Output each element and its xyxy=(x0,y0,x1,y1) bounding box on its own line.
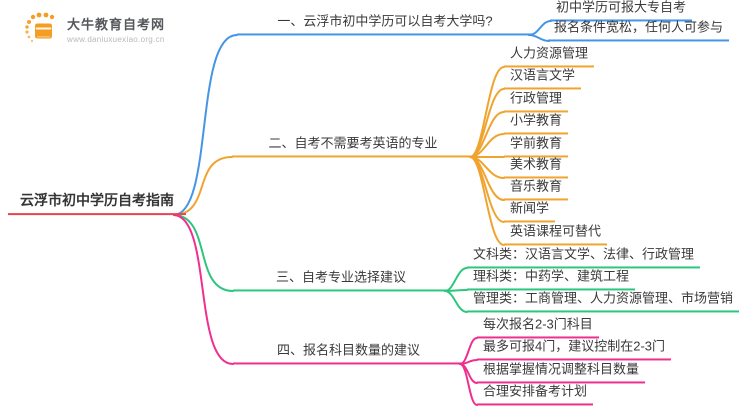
branch-3-child-2: 理科类：中药学、建筑工程 xyxy=(467,267,636,290)
branch-2-child-7: 音乐教育 xyxy=(504,177,569,200)
branch-1-topic: 一、云浮市初中学历可以自考大学吗? xyxy=(237,12,533,35)
connector-root-to-branch-4 xyxy=(173,214,234,365)
branch-2-child-1: 人力资源管理 xyxy=(504,44,595,67)
branch-2-child-9: 英语课程可替代 xyxy=(504,222,608,245)
connector-root-to-branch-1 xyxy=(173,34,238,216)
logo-title: 大牛教育自考网 xyxy=(67,17,166,32)
branch-3-topic: 三、自考专业选择建议 xyxy=(233,268,449,291)
connector-root-to-branch-2 xyxy=(173,156,233,216)
site-logo: 大牛教育自考网 www.daniuxuexiao.org.cn xyxy=(24,12,165,46)
branch-2-child-6: 美术教育 xyxy=(504,155,569,178)
connector-b2-c8 xyxy=(469,156,505,223)
branch-4-topic: 四、报名科目数量的建议 xyxy=(233,341,464,364)
branch-4-child-3: 根据掌握情况调整科目数量 xyxy=(477,360,646,383)
branch-3-child-1: 文科类：汉语言文学、法律、行政管理 xyxy=(467,245,701,268)
branch-2-child-2: 汉语言文学 xyxy=(504,66,582,89)
connector-b3-c3 xyxy=(444,290,468,313)
logo-url: www.daniuxuexiao.org.cn xyxy=(67,35,165,44)
root-topic: 云浮市初中学历自考指南 xyxy=(8,191,186,215)
connector-b2-c2 xyxy=(469,88,505,158)
branch-2-child-8: 新闻学 xyxy=(504,199,556,222)
branch-4-child-2: 最多可报4门，建议控制在2-3门 xyxy=(477,337,672,360)
branch-2-child-3: 行政管理 xyxy=(504,89,569,112)
branch-1-child-2: 报名条件宽松，任何人可参与 xyxy=(548,18,730,41)
connector-b4-c4 xyxy=(459,363,478,406)
logo-text-block: 大牛教育自考网 www.daniuxuexiao.org.cn xyxy=(67,14,165,44)
branch-2-child-4: 小学教育 xyxy=(504,111,569,134)
branch-4-child-4: 合理安排备考计划 xyxy=(477,382,594,405)
logo-book-icon xyxy=(25,12,55,43)
branch-2-child-5: 学前教育 xyxy=(504,134,569,157)
branch-4-child-1: 每次报名2-3门科目 xyxy=(477,315,599,338)
connector-b1-c2 xyxy=(528,34,550,42)
connector-b2-c9 xyxy=(469,156,505,246)
branch-2-topic: 二、自考不需要考英语的专业 xyxy=(232,134,474,157)
branch-1-child-1: 初中学历可报大专自考 xyxy=(550,0,693,21)
connector-root-to-branch-3 xyxy=(173,214,234,292)
branch-3-child-3: 管理类：工商管理、人力资源管理、市场营销 xyxy=(467,289,740,312)
